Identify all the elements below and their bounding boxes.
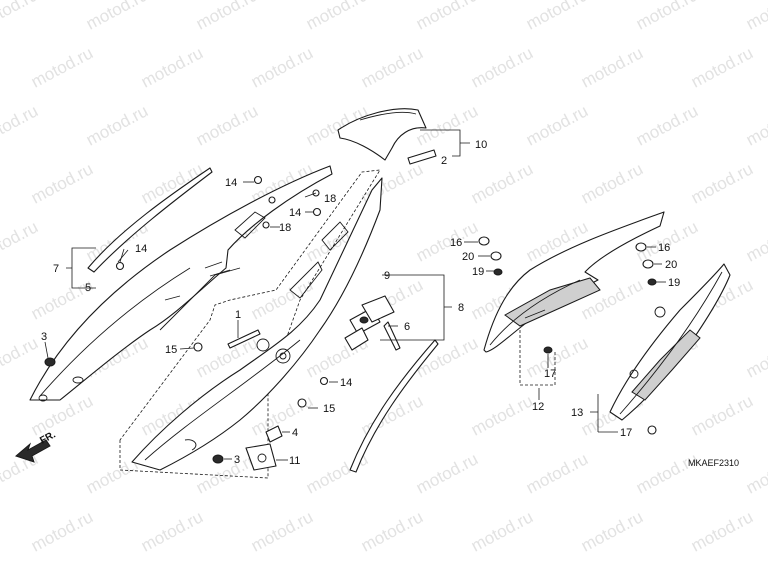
watermark-text: motod.ru	[523, 0, 591, 34]
callout-18: 18	[324, 193, 336, 205]
watermark-text: motod.ru	[303, 0, 371, 34]
pin-part-1	[227, 329, 261, 349]
watermark-text: motod.ru	[633, 449, 701, 497]
watermark-text: motod.ru	[688, 507, 756, 555]
watermark-text: motod.ru	[743, 0, 768, 34]
callout-17: 17	[544, 368, 556, 380]
watermark-text: motod.ru	[468, 159, 536, 207]
callout-3: 3	[234, 454, 240, 466]
rear-cowl-shaded-panel	[504, 277, 601, 327]
watermark-text: motod.ru	[248, 275, 316, 323]
left-side-cover	[29, 165, 333, 401]
watermark-text: motod.ru	[28, 507, 96, 555]
watermark-text: motod.ru	[0, 217, 41, 265]
callout-16: 16	[658, 242, 670, 254]
watermark-text: motod.ru	[83, 101, 151, 149]
watermark-text: motod.ru	[468, 391, 536, 439]
callout-15: 15	[323, 403, 335, 415]
callout-2: 2	[441, 155, 447, 167]
diagram-code: MKAEF2310	[688, 458, 739, 468]
callout-4: 4	[292, 427, 298, 439]
watermark-text: motod.ru	[743, 449, 768, 497]
callout-15: 15	[165, 344, 177, 356]
watermark-text: motod.ru	[28, 159, 96, 207]
watermark-text: motod.ru	[578, 159, 646, 207]
watermark-text: motod.ru	[688, 159, 756, 207]
watermark-text: motod.ru	[248, 43, 316, 91]
watermark-text: motod.ru	[138, 43, 206, 91]
callout-16: 16	[450, 237, 462, 249]
watermark-text: motod.ru	[633, 0, 701, 34]
callout-6: 6	[404, 321, 410, 333]
callout-14: 14	[225, 177, 237, 189]
watermark-text: motod.ru	[468, 507, 536, 555]
rod-part-2	[407, 149, 437, 165]
callout-18: 18	[279, 222, 291, 234]
watermark-text: motod.ru	[523, 333, 591, 381]
watermark-text: motod.ru	[578, 43, 646, 91]
watermark-text: motod.ru	[743, 217, 768, 265]
watermark-text: motod.ru	[688, 391, 756, 439]
callout-3: 3	[41, 331, 47, 343]
left-trim-strip	[87, 167, 213, 273]
callout-8: 8	[458, 302, 464, 314]
watermark-text: motod.ru	[743, 333, 768, 381]
screws	[115, 175, 329, 408]
watermark-text: motod.ru	[0, 101, 41, 149]
callout-10: 10	[475, 139, 487, 151]
callout-20: 20	[665, 259, 677, 271]
clip-part-4	[265, 425, 283, 443]
watermark-text: motod.ru	[688, 43, 756, 91]
watermark-text: motod.ru	[578, 507, 646, 555]
callout-numbers: 10 2 14 18 14 18 14 7 5 9 8 1 6 3 15 14 …	[41, 139, 680, 467]
callout-19: 19	[472, 266, 484, 278]
right-trim-strip	[349, 339, 439, 473]
callout-7: 7	[53, 263, 59, 275]
callout-1: 1	[235, 309, 241, 321]
center-side-cover	[131, 177, 383, 471]
watermark-text: motod.ru	[83, 0, 151, 34]
watermark-text: motod.ru	[193, 0, 261, 34]
callout-14: 14	[289, 207, 301, 219]
callout-9: 9	[384, 270, 390, 282]
watermark-text: motod.ru	[633, 101, 701, 149]
callout-11: 11	[289, 455, 300, 467]
front-direction-arrow	[15, 439, 51, 463]
grommet-part-3-left	[44, 357, 56, 367]
callout-14: 14	[135, 243, 147, 255]
bracket-part-11	[245, 443, 277, 471]
callout-19: 19	[668, 277, 680, 289]
seat-lock-cylinder	[344, 295, 401, 351]
watermark-text: motod.ru	[523, 101, 591, 149]
callout-20: 20	[462, 251, 474, 263]
right-hardware	[478, 236, 657, 435]
leader-lines	[44, 129, 666, 461]
watermark-text: motod.ru	[193, 101, 261, 149]
seat-cowl-part-10	[337, 108, 427, 161]
callout-14: 14	[340, 377, 352, 389]
watermark-text: motod.ru	[0, 0, 41, 34]
watermark-text: motod.ru	[248, 507, 316, 555]
watermark-text: motod.ru	[358, 507, 426, 555]
watermark-text: motod.ru	[523, 449, 591, 497]
watermark-text: motod.ru	[743, 101, 768, 149]
watermark-text: motod.ru	[468, 43, 536, 91]
watermark-text: motod.ru	[0, 333, 41, 381]
callout-13: 13	[571, 407, 583, 419]
watermark-text: motod.ru	[413, 449, 481, 497]
watermark-text: motod.ru	[413, 0, 481, 34]
callout-5: 5	[85, 282, 91, 294]
callout-17: 17	[620, 427, 632, 439]
grommet-part-3-center	[212, 454, 224, 464]
callout-12: 12	[532, 401, 544, 413]
watermark-text: motod.ru	[138, 507, 206, 555]
watermark-text: motod.ru	[358, 43, 426, 91]
watermark-text: motod.ru	[28, 43, 96, 91]
